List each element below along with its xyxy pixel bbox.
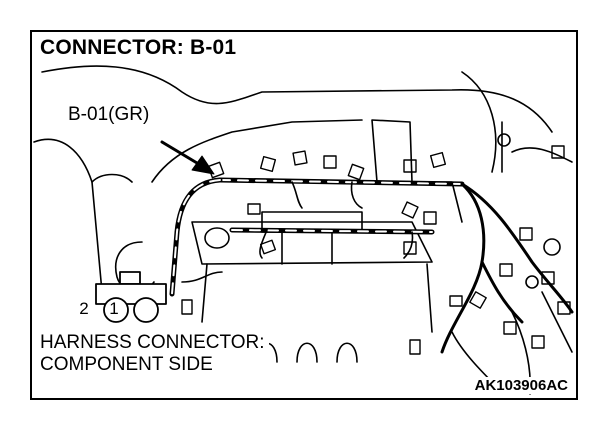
arrow-icon — [160, 140, 215, 175]
pin-label: 1 — [109, 299, 119, 318]
side-label-line: COMPONENT SIDE — [40, 354, 213, 375]
figure-code: AK103906AC — [472, 377, 570, 394]
harness-connectors — [181, 145, 571, 355]
harness-side-label: HARNESS CONNECTOR: COMPONENT SIDE — [40, 332, 269, 376]
wiring-harness — [169, 177, 574, 354]
diagram-title: CONNECTOR: B-01 — [38, 36, 243, 60]
pin-label: 2 — [79, 299, 89, 318]
diagram-frame: 2 1 CONNECTOR: B-01 B-01(GR) HARNESS CON… — [30, 30, 578, 400]
connector-callout: B-01(GR) — [66, 104, 152, 126]
connector-face-icon — [95, 271, 167, 323]
side-label-line: HARNESS CONNECTOR: — [40, 332, 265, 353]
